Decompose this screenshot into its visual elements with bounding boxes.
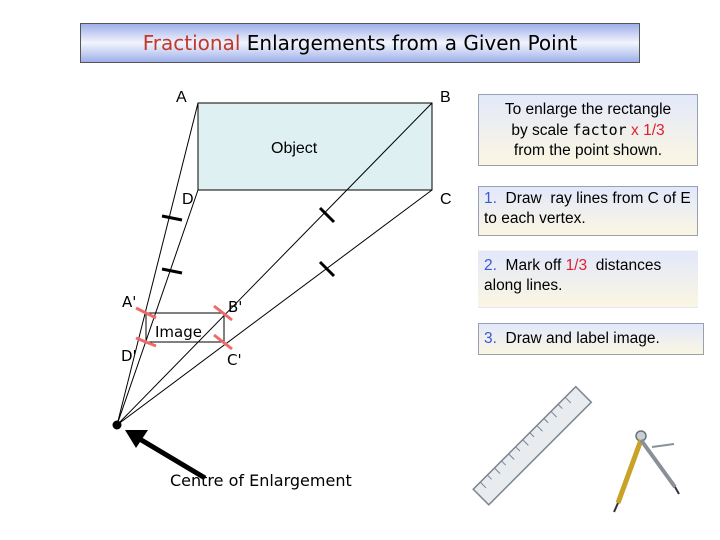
third-distance-marks: [161, 206, 336, 278]
vertex-label-b: B: [440, 89, 451, 106]
ray-to-b: [116, 102, 433, 426]
page-title: Fractional Enlargements from a Given Poi…: [80, 23, 640, 63]
intro-line-1: To enlarge the rectangle: [504, 101, 672, 118]
intro-line-2: by scale factor x 1/3: [511, 121, 665, 139]
step-1: 1. Draw ray lines from C of E to each ve…: [478, 186, 698, 236]
intro-line-3: from the point shown.: [513, 142, 663, 159]
mark-d-prime: [135, 336, 157, 348]
step-2-text-before: Mark off: [496, 257, 566, 274]
object-rectangle: [197, 102, 433, 191]
vertex-label-d: D: [182, 191, 194, 208]
step-2-number: 2.: [484, 257, 497, 274]
tick-mark: [161, 214, 183, 222]
mark-b-prime: [213, 304, 233, 322]
step-3-number: 3.: [484, 330, 497, 347]
centre-point: [112, 420, 122, 430]
image-rectangle: [145, 312, 225, 343]
image-vertex-label-d: D': [121, 347, 137, 365]
step-2-text-after: distances along lines.: [484, 257, 666, 294]
image-label: Image: [155, 323, 202, 341]
tick-mark: [161, 267, 183, 275]
ray-to-c: [116, 189, 433, 426]
vertex-label-a: A: [176, 89, 187, 106]
step-1-number: 1.: [484, 190, 497, 207]
step-1-text: Draw ray lines from C of E to each verte…: [484, 190, 696, 227]
title-rest: Enlargements from a Given Point: [240, 31, 578, 55]
image-vertex-label-b: B': [228, 298, 242, 316]
centre-arrow: [125, 430, 207, 481]
title-accent-word: Fractional: [142, 31, 241, 55]
step-3: 3. Draw and label image.: [478, 323, 704, 355]
image-vertex-marks: [135, 304, 233, 351]
ray-to-d: [116, 189, 199, 426]
vertex-label-c: C: [440, 191, 452, 208]
mark-c-prime: [213, 333, 233, 351]
intro-instruction: To enlarge the rectangle by scale factor…: [478, 94, 698, 166]
ray-lines: [116, 102, 433, 426]
ray-to-a: [116, 102, 199, 426]
image-vertex-label-a: A': [122, 293, 136, 311]
tick-mark: [318, 206, 336, 224]
object-label: Object: [271, 140, 318, 157]
image-vertex-label-c: C': [227, 351, 242, 369]
step-2: 2. Mark off 1/3 distances along lines.: [478, 250, 698, 308]
step-2-fraction: 1/3: [565, 257, 588, 274]
compass-icon: [613, 430, 680, 513]
step-3-text: Draw and label image.: [496, 330, 660, 347]
ruler-icon: [472, 385, 593, 506]
centre-label: Centre of Enlargement: [170, 471, 352, 490]
mark-a-prime: [135, 306, 157, 320]
tick-mark: [318, 260, 336, 278]
